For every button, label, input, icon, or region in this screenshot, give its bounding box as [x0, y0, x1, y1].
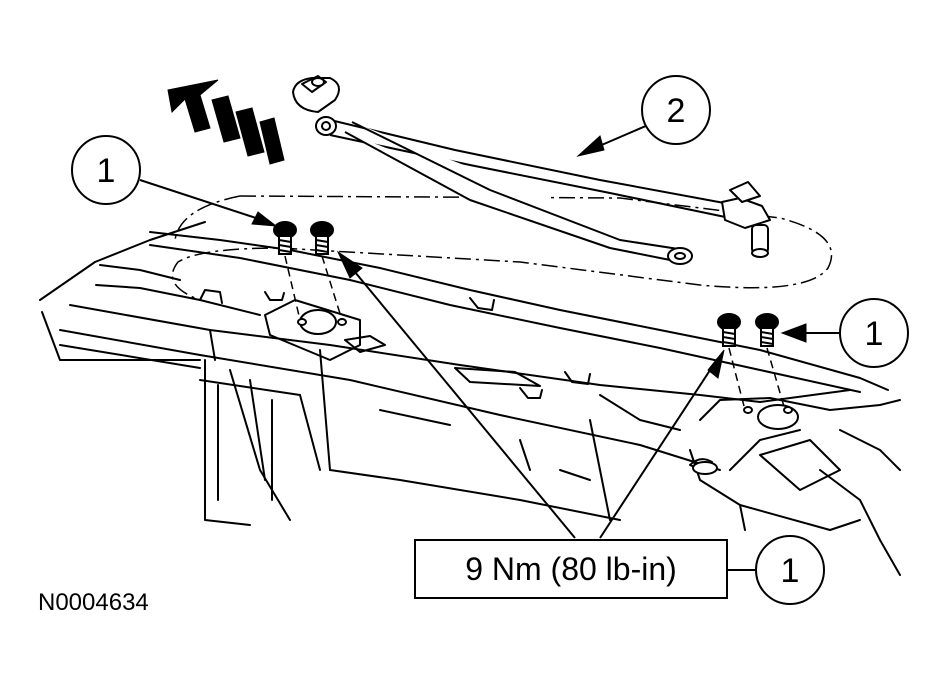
cowl-panel-drawing — [39, 221, 901, 576]
callout-arrowheads — [251, 135, 807, 379]
mount-holes — [297, 309, 799, 475]
callout-leaders — [139, 124, 840, 571]
bolt-right-2 — [755, 313, 779, 347]
figure-id: N0004634 — [38, 589, 149, 616]
callout-bubble-1-top-left: 1 — [71, 135, 141, 205]
callout-label: 1 — [781, 552, 800, 590]
torque-spec-box: 9 Nm (80 lb-in) — [414, 539, 728, 599]
callout-label: 2 — [667, 92, 686, 130]
callout-label: 1 — [865, 315, 884, 353]
linkage-envelope-outline — [171, 195, 833, 301]
callout-bubble-1-bottom: 1 — [755, 535, 825, 605]
bolt-install-paths — [284, 255, 786, 411]
bolt-upper-left-2 — [310, 221, 334, 255]
wiper-linkage-assembly — [292, 75, 771, 265]
callout-bubble-2: 2 — [641, 75, 711, 145]
vehicle-front-arrow-icon — [167, 79, 285, 165]
callout-label: 1 — [97, 152, 116, 190]
bolt-right-1 — [717, 313, 741, 347]
torque-spec-text: 9 Nm (80 lb-in) — [465, 551, 677, 587]
callout-bubble-1-right: 1 — [839, 298, 909, 368]
bolt-upper-left-1 — [273, 221, 297, 255]
